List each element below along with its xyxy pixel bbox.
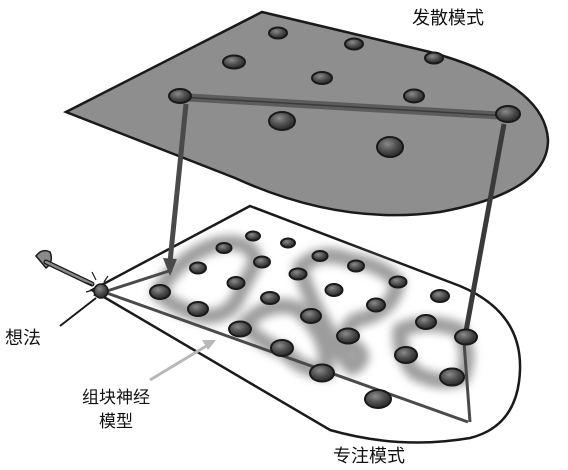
chunk-model-label-line2: 模型 xyxy=(99,412,133,432)
thought-ball xyxy=(93,283,109,299)
diffuse-node xyxy=(344,37,364,51)
focused-node xyxy=(366,297,386,313)
focused-node xyxy=(260,291,280,305)
focused-node xyxy=(336,327,360,345)
diffuse-node xyxy=(168,88,192,104)
diffuse-node xyxy=(222,54,246,70)
focused-node xyxy=(253,255,271,269)
focused-nodes xyxy=(149,230,478,409)
focused-node xyxy=(309,363,335,383)
focused-mode-label: 专注模式 xyxy=(333,446,405,467)
focused-node xyxy=(430,289,450,303)
focused-node xyxy=(280,237,296,249)
focused-node xyxy=(394,346,418,364)
chunk-model-label: 组块神经 模型 xyxy=(66,386,166,434)
diffuse-node xyxy=(268,111,296,131)
diffuse-node xyxy=(376,136,404,158)
focused-node xyxy=(228,320,252,338)
right-vertical-connector xyxy=(461,123,507,343)
diffuse-mode-label: 发散模式 xyxy=(412,8,484,29)
diffuse-node xyxy=(403,88,425,104)
focused-node xyxy=(187,301,209,317)
focused-node xyxy=(311,250,329,262)
diffuse-node xyxy=(495,105,521,123)
focused-node xyxy=(388,275,408,289)
focused-node xyxy=(439,367,465,387)
diffuse-nodes xyxy=(168,26,521,158)
focused-node xyxy=(347,259,365,273)
focused-node xyxy=(288,267,308,281)
focused-node xyxy=(300,308,322,324)
focused-node xyxy=(364,389,392,409)
thought-path-to-edge xyxy=(103,290,469,424)
focused-node xyxy=(270,339,294,357)
thought-pointer xyxy=(59,297,97,327)
thought-plunger xyxy=(35,249,95,287)
focused-node xyxy=(415,314,437,330)
chunk-pointer xyxy=(149,343,209,382)
focused-node xyxy=(189,261,207,275)
focused-node xyxy=(149,284,171,300)
diffuse-node xyxy=(424,51,444,65)
focused-node xyxy=(324,283,344,297)
focused-node xyxy=(226,276,246,290)
diffuse-node xyxy=(311,71,333,85)
focused-node xyxy=(215,242,233,254)
diffuse-node xyxy=(268,26,288,40)
focused-node xyxy=(245,230,261,242)
focused-node xyxy=(454,328,478,346)
left-vertical-connector xyxy=(167,103,189,263)
chunk-model-label-line1: 组块神经 xyxy=(82,388,150,408)
thought-label: 想法 xyxy=(5,328,41,349)
